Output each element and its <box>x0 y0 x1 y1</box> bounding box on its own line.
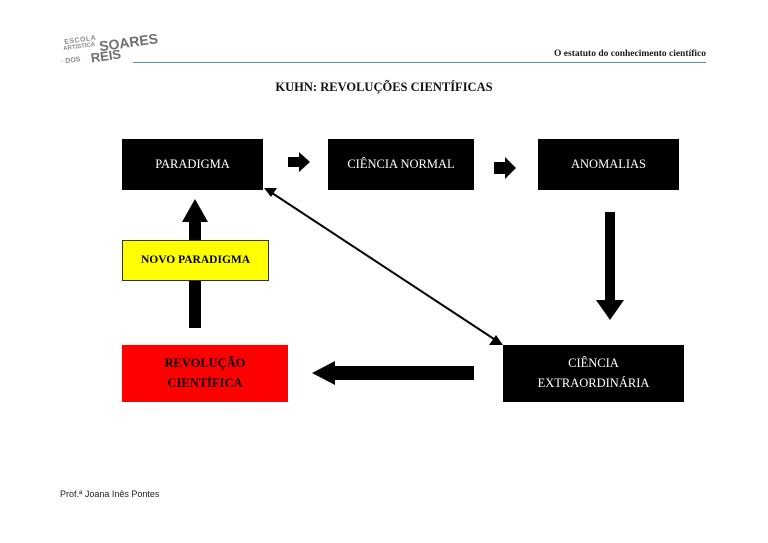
arrow-diagonal-line <box>271 192 495 340</box>
arrow-normal-to-anomalias <box>494 157 516 179</box>
node-ciencia-normal-label: CIÊNCIA NORMAL <box>347 156 455 171</box>
node-ciencia-extraordinaria: CIÊNCIA EXTRAORDINÁRIA <box>503 345 684 402</box>
logo-line-5: REIS <box>89 46 122 66</box>
arrow-diagonal-head-top <box>264 188 277 197</box>
arrow-paradigma-to-normal <box>288 152 310 172</box>
node-ciencia-extraordinaria-line-2: EXTRAORDINÁRIA <box>537 375 650 390</box>
node-novo-paradigma-label: NOVO PARADIGMA <box>140 253 251 266</box>
node-paradigma-label: PARADIGMA <box>155 156 230 171</box>
node-anomalias-label: ANOMALIAS <box>571 156 646 171</box>
node-paradigma: PARADIGMA <box>122 139 263 190</box>
node-revolucao-line-2: CIENTÍFICA <box>167 375 243 390</box>
node-revolucao-line-1: REVOLUÇÃO <box>164 356 246 371</box>
school-logo: ESCOLA ARTÍSTICA SOARES · DOS REIS <box>58 27 159 73</box>
arrow-anomalias-to-extraordinaria <box>596 212 624 320</box>
page-title: KUHN: REVOLUÇÕES CIENTÍFICAS <box>275 80 493 94</box>
node-anomalias: ANOMALIAS <box>538 139 679 190</box>
arrow-diagonal-head-bottom <box>489 335 503 345</box>
header-rule <box>133 62 706 63</box>
header-title: O estatuto do conhecimento científico <box>554 49 706 59</box>
node-novo-paradigma: NOVO PARADIGMA <box>122 240 269 281</box>
footer-author: Prof.ª Joana Inês Pontes <box>60 489 160 499</box>
node-revolucao-cientifica: REVOLUÇÃO CIENTÍFICA <box>122 345 288 402</box>
logo-line-4: · DOS <box>60 56 81 66</box>
arrow-extraordinaria-to-revolucao <box>312 361 474 385</box>
node-ciencia-extraordinaria-line-1: CIÊNCIA <box>568 356 619 371</box>
node-ciencia-normal: CIÊNCIA NORMAL <box>328 139 474 190</box>
